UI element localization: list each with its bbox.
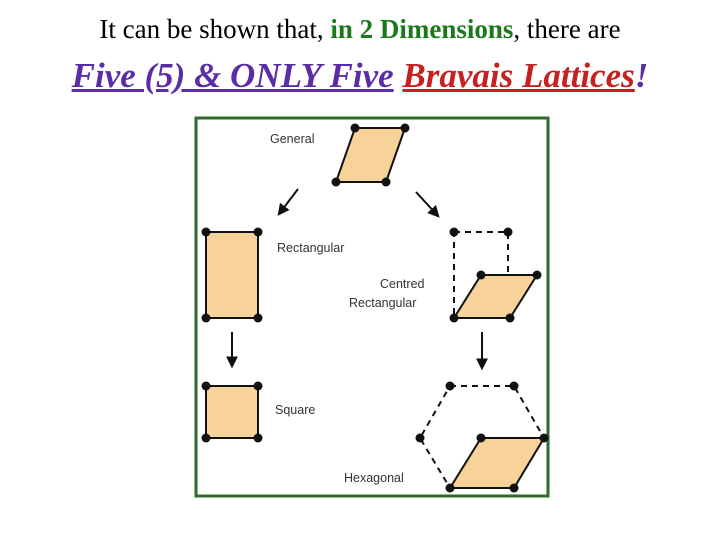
title-bravais: Bravais Lattices [402, 56, 635, 95]
label-general: General [270, 132, 314, 146]
subtitle-line: It can be shown that, in 2 Dimensions, t… [0, 14, 720, 45]
label-centred: Centred [380, 277, 425, 291]
general-lattice [331, 123, 410, 187]
label-square: Square [275, 403, 315, 417]
bravais-lattice-diagram: General Rectangular Centred Rectangular … [194, 116, 550, 498]
square-lattice [201, 381, 263, 443]
subtitle-highlight: in 2 Dimensions [330, 14, 514, 44]
title-line: Five (5) & ONLY Five Bravais Lattices! [0, 56, 720, 96]
subtitle-post: , there are [513, 14, 621, 44]
hexagonal-lattice [415, 381, 549, 493]
title-bang: ! [634, 56, 649, 95]
label-rectangular: Rectangular [277, 241, 344, 255]
arrow-general-to-centred [415, 191, 440, 218]
rectangular-lattice [201, 227, 263, 323]
subtitle-pre: It can be shown that, [99, 14, 331, 44]
arrow-general-to-rectangular [277, 188, 299, 216]
title-five: Five (5) & ONLY Five [71, 56, 394, 95]
label-centred-rectangular: Rectangular [349, 296, 416, 310]
label-hexagonal: Hexagonal [344, 471, 404, 485]
centred-rectangular-lattice [449, 227, 542, 323]
